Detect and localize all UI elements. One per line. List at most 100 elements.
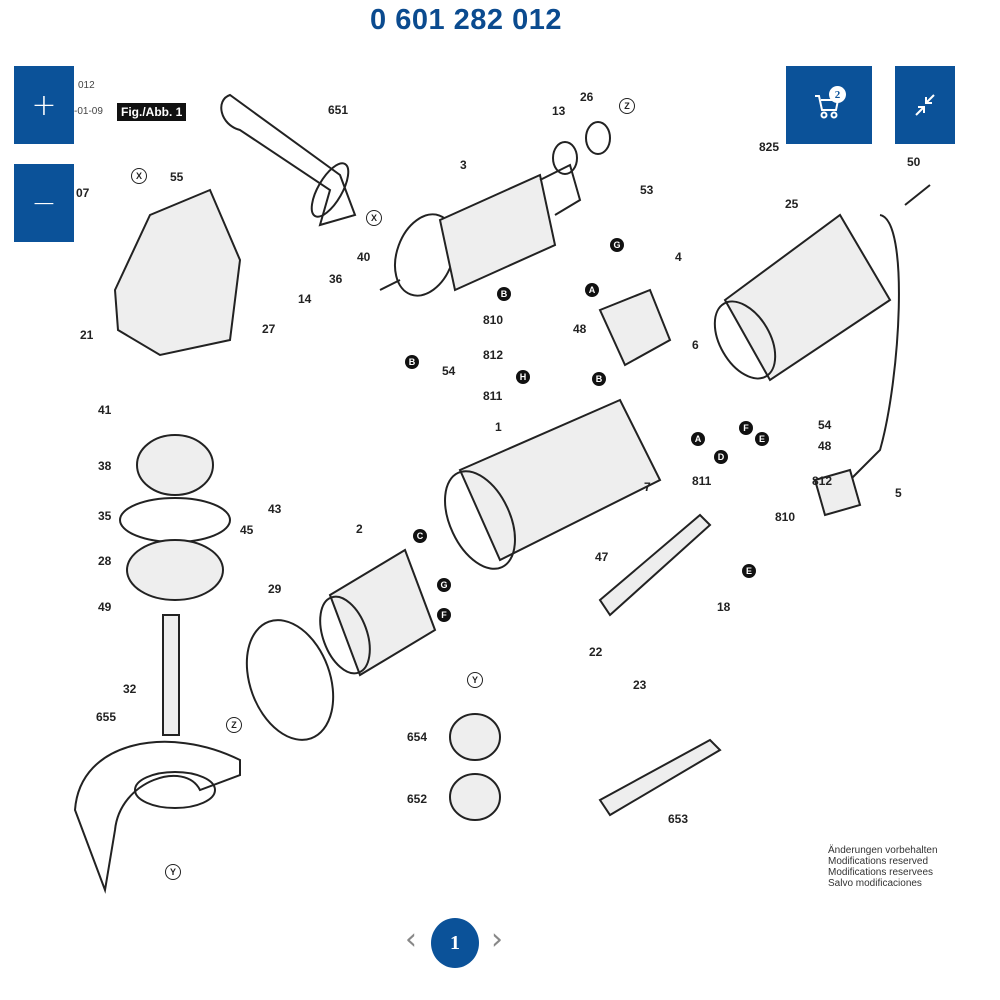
callout-marker: A [691,432,705,446]
part-label[interactable]: 6 [692,338,699,352]
part-gear-housing [113,188,242,357]
part-label[interactable]: 1 [495,420,502,434]
part-label[interactable]: 53 [640,183,654,197]
part-switch [598,288,672,367]
part-label[interactable]: 32 [123,682,137,696]
part-label[interactable]: 28 [98,554,112,568]
callout-marker: G [437,578,451,592]
collapse-view-button[interactable] [895,66,955,144]
part-stator [328,548,437,677]
part-label[interactable]: 54 [442,364,456,378]
part-label[interactable]: 41 [98,403,112,417]
callout-marker: F [437,608,451,622]
part-label[interactable]: 45 [240,523,254,537]
part-label[interactable]: 07 [76,186,90,200]
part-mounting-flange [449,773,501,821]
part-armature [379,163,582,297]
part-label[interactable]: 2 [356,522,363,536]
notice-line: Salvo modificaciones [828,878,922,889]
figure-label: Fig./Abb. 1 [117,103,187,121]
part-label[interactable]: 655 [96,710,117,724]
callout-marker: Y [467,672,483,688]
part-label[interactable]: 811 [692,474,712,488]
part-label[interactable]: 13 [552,104,566,118]
part-label[interactable]: 23 [633,678,647,692]
zoom-out-button[interactable]: − [14,164,74,242]
part-label[interactable]: 38 [98,459,112,473]
notice-line: Modifications reserved [828,856,929,867]
part-label[interactable]: 812 [483,348,504,362]
cart-button[interactable]: 2 [786,66,872,144]
part-label[interactable]: 811 [483,389,503,403]
part-label[interactable]: 653 [668,812,689,826]
part-number-title: 0 601 282 012 [370,4,562,36]
part-label[interactable]: 48 [818,439,832,453]
part-label[interactable]: 825 [759,140,780,154]
callout-marker: F [739,421,753,435]
part-label[interactable]: 49 [98,600,112,614]
part-label[interactable]: 48 [573,322,587,336]
part-label[interactable]: 812 [812,474,833,488]
callout-marker: E [755,432,769,446]
part-label[interactable]: 22 [589,645,603,659]
part-spanner [598,738,722,817]
part-label[interactable]: 3 [460,158,467,172]
part-handle [220,93,357,227]
part-label[interactable]: 26 [580,90,594,104]
part-rear-cover [723,213,892,382]
part-label[interactable]: 55 [170,170,184,184]
part-label[interactable]: 29 [268,582,282,596]
part-label[interactable]: 54 [818,418,832,432]
part-label[interactable]: 4 [675,250,682,264]
current-page-button[interactable]: 1 [431,918,479,968]
callout-marker: Y [165,864,181,880]
part-bevel-gear [136,434,214,496]
callout-marker: X [366,210,382,226]
part-label[interactable]: 5 [895,486,902,500]
notice-line: Modifications reservees [828,867,934,878]
part-label[interactable]: 810 [483,313,504,327]
part-switch-rod [598,513,712,617]
part-guard [73,740,241,894]
part-power-cord [839,214,900,491]
part-label[interactable]: 18 [717,600,731,614]
callout-marker: H [516,370,530,384]
pagination: ‹ 1 › [405,915,505,970]
minus-icon: − [31,185,57,221]
part-label[interactable]: 14 [298,292,312,306]
part-label[interactable]: 40 [357,250,371,264]
modifications-notice: Änderungen vorbehalten Modifications res… [828,845,938,889]
part-label[interactable]: 43 [268,502,282,516]
part-label[interactable]: 810 [775,510,796,524]
part-label[interactable]: 7 [644,480,651,494]
callout-marker: X [131,168,147,184]
callout-marker: G [610,238,624,252]
part-label[interactable]: 47 [595,550,609,564]
callout-marker: Z [226,717,242,733]
part-fan-baffle [245,619,335,741]
callout-marker: E [742,564,756,578]
zoom-in-button[interactable]: + [14,66,74,144]
callout-marker: D [714,450,728,464]
part-label[interactable]: 21 [80,328,94,342]
sheet-part-suffix: 012 [78,80,95,91]
next-page-icon[interactable]: › [491,922,503,957]
callout-marker: B [405,355,419,369]
part-label[interactable]: 50 [907,155,921,169]
callout-marker: Z [619,98,635,114]
part-label[interactable]: 25 [785,197,799,211]
callout-marker: B [592,372,606,386]
part-label[interactable]: 654 [407,730,428,744]
part-label[interactable]: 652 [407,792,428,806]
part-label[interactable]: 651 [328,103,349,117]
plus-icon: + [31,87,57,123]
notice-line: Änderungen vorbehalten [828,845,938,856]
part-label[interactable]: 36 [329,272,343,286]
part-label[interactable]: 27 [262,322,276,336]
part-motor-housing [458,398,662,562]
previous-page-icon[interactable]: ‹ [405,922,417,957]
part-label[interactable]: 35 [98,509,112,523]
callout-marker: C [413,529,427,543]
callout-marker: B [497,287,511,301]
